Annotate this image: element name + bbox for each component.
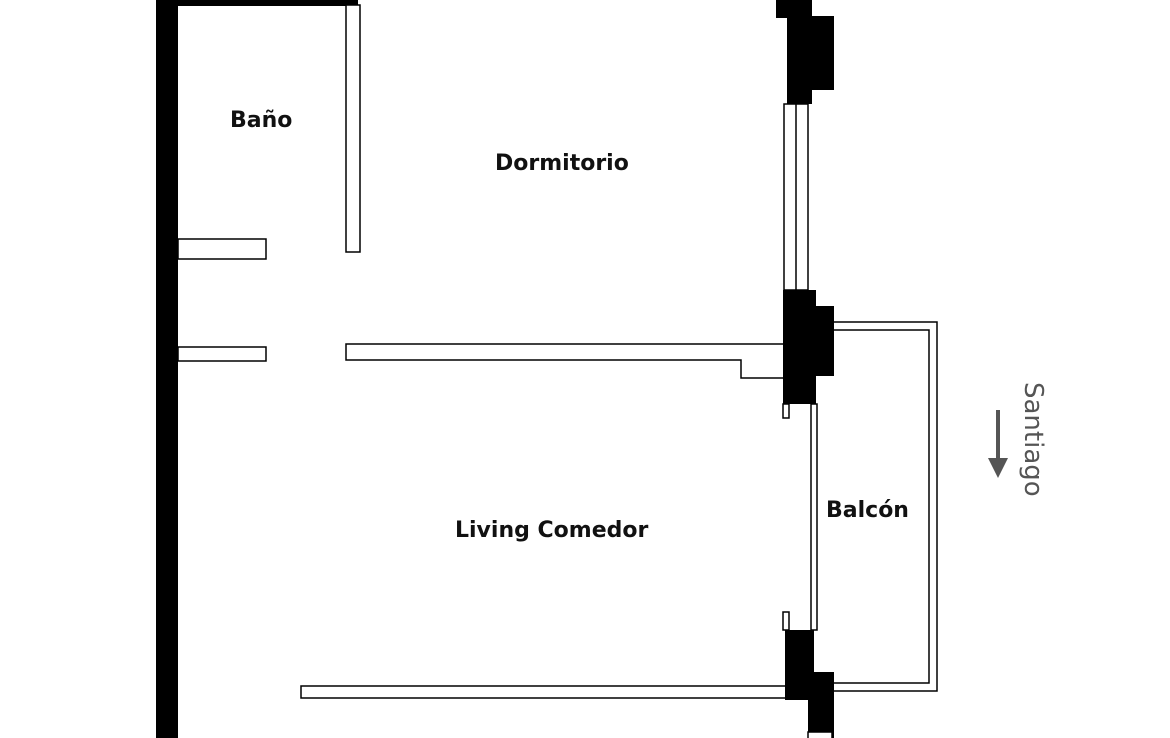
- arrow-down-icon: [988, 410, 1008, 478]
- room-label-dormitorio: Dormitorio: [495, 151, 629, 176]
- bano-wall-stub-upper: [177, 238, 267, 260]
- window-bottom-stub: [807, 731, 833, 738]
- column-bottom-right: [785, 630, 834, 738]
- column-middle-right: [783, 290, 834, 404]
- partition-living-bottom: [300, 685, 791, 699]
- sliding-door-jamb-lower: [782, 611, 790, 631]
- column-top-right: [776, 0, 834, 104]
- balcon-railing-outer: [834, 321, 938, 692]
- exterior-wall-top: [156, 0, 358, 6]
- bano-wall-stub-lower: [177, 346, 267, 362]
- partition-dormitorio-living: [345, 343, 786, 379]
- orientation-label: Santiago: [1018, 382, 1048, 497]
- partition-bano-dormitorio: [345, 4, 361, 253]
- exterior-wall-left: [156, 0, 178, 738]
- room-label-balcon: Balcón: [826, 498, 909, 523]
- balcon-railing-inner: [834, 329, 930, 684]
- sliding-door-balcon: [810, 403, 818, 631]
- room-label-living: Living Comedor: [455, 518, 648, 543]
- sliding-door-jamb: [782, 403, 790, 419]
- room-label-bano: Baño: [230, 108, 292, 133]
